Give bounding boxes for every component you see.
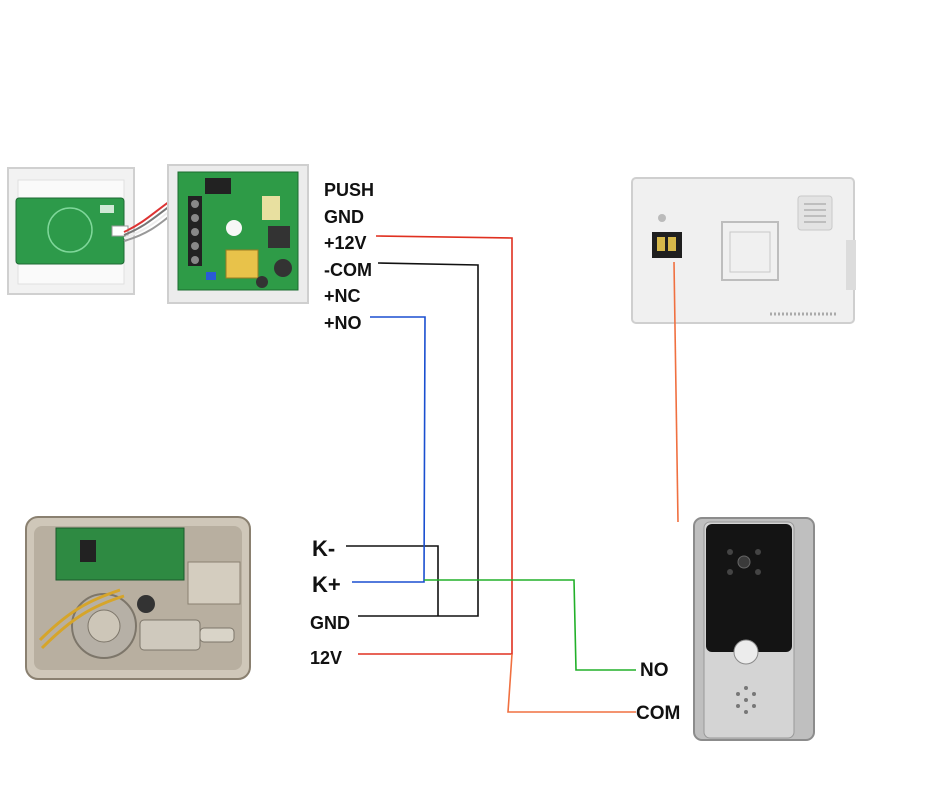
- power-supply-board: [167, 164, 309, 304]
- outdoor-terminal-labels: NO COM: [636, 660, 680, 724]
- wire-orange-monitor: [673, 261, 679, 523]
- terminal-nc: +NC: [324, 286, 361, 306]
- outdoor-doorbell-camera: [693, 517, 815, 741]
- terminal-com: -COM: [324, 260, 372, 280]
- terminal-outdoor-no: NO: [640, 660, 669, 681]
- wire-black-com: [358, 262, 479, 617]
- wire-black-k-minus: [346, 545, 439, 616]
- terminal-gnd: GND: [324, 207, 364, 227]
- power-supply-terminal-labels: PUSH GND +12V -COM +NC +NO: [324, 180, 374, 333]
- terminal-k-minus: K-: [312, 536, 335, 561]
- terminal-k-plus: K+: [312, 572, 341, 597]
- wires: [346, 235, 679, 713]
- terminal-outdoor-com: COM: [636, 703, 680, 724]
- wire-red-12v: [358, 235, 513, 655]
- terminal-lock-gnd: GND: [310, 613, 350, 633]
- terminal-lock-12v: 12V: [310, 648, 342, 668]
- terminal-push: PUSH: [324, 180, 374, 200]
- electric-lock: [25, 516, 251, 680]
- indoor-monitor: [631, 177, 856, 324]
- lock-terminal-labels: K- K+ GND 12V: [310, 536, 350, 668]
- terminal-12v: +12V: [324, 233, 367, 253]
- terminal-no: +NO: [324, 313, 362, 333]
- wire-orange-com: [507, 653, 636, 713]
- wire-green-no: [424, 579, 636, 671]
- exit-button-panel: [7, 167, 135, 295]
- wire-blue-no: [352, 316, 426, 583]
